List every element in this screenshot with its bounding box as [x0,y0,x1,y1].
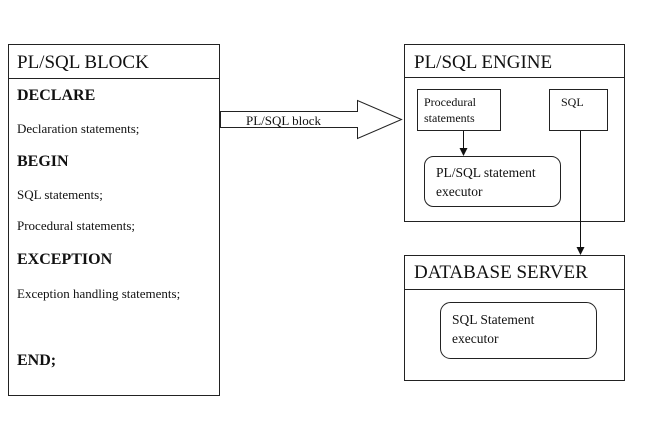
database-server-box [404,255,625,381]
plsql-block-box [8,44,220,396]
procedural-statements-label: Procedural statements [424,94,500,126]
sql-statements-text: SQL statements; [17,187,103,202]
sql-label: SQL [561,95,584,109]
plsql-executor-line2: executor [436,184,483,199]
procedural-label-line2: statements [424,111,475,125]
declaration-statements-text: Declaration statements; [17,121,140,136]
database-server-title: DATABASE SERVER [414,262,588,283]
end-keyword: END; [17,352,57,369]
sql-executor-line2: executor [452,331,499,346]
plsql-block-arrow-label: PL/SQL block [246,113,321,128]
plsql-block-title: PL/SQL BLOCK [17,52,149,73]
procedural-label-line1: Procedural [424,95,476,109]
exception-handling-text: Exception handling statements; [17,286,181,301]
plsql-statement-executor-box [424,156,561,207]
declare-keyword: DECLARE [17,87,96,104]
plsql-block-arrow [220,99,403,140]
sql-statement-executor-label: SQL Statement executor [452,310,592,348]
plsql-statement-executor-label: PL/SQL statement executor [436,163,556,201]
plsql-engine-title: PL/SQL ENGINE [414,52,553,73]
plsql-engine-box [404,44,625,222]
plsql-executor-line1: PL/SQL statement [436,165,536,180]
begin-keyword: BEGIN [17,153,69,170]
sql-executor-line1: SQL Statement [452,312,535,327]
procedural-statements-text: Procedural statements; [17,218,136,233]
sql-statement-executor-box [440,302,597,359]
procedural-statements-box [417,89,501,131]
exception-keyword: EXCEPTION [17,251,113,268]
sql-box [549,89,608,131]
